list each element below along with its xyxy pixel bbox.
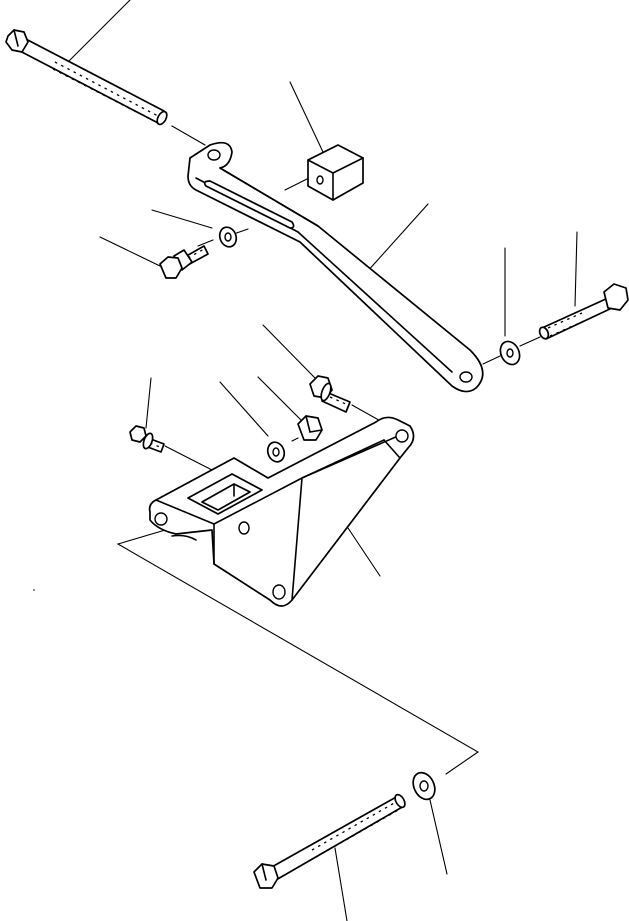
bolt-right — [538, 283, 629, 340]
nut-edge-2 — [309, 429, 323, 433]
bolt-right-shank — [541, 297, 613, 340]
bar-face-line-3 — [297, 231, 453, 373]
washer-mid — [266, 441, 286, 463]
bracket-arm-edge-3 — [383, 439, 401, 459]
bracket-hole-bottom — [272, 584, 286, 600]
bolt-left-thread — [187, 248, 205, 259]
washer-right-hole — [506, 348, 514, 358]
long-bolt-top-thread — [54, 61, 159, 117]
stray-dot — [33, 589, 35, 591]
bracket-hole-side — [238, 521, 250, 535]
washer-left — [218, 226, 238, 248]
slotted-bar-icon — [187, 141, 484, 393]
mounting-bracket — [148, 416, 415, 607]
axis-spacer — [284, 178, 308, 191]
nut — [297, 415, 323, 441]
axis-left-bolt-b — [197, 239, 214, 247]
leader-spacer-block — [289, 81, 324, 153]
leader-bolt-right — [574, 231, 578, 307]
bracket-top-face — [155, 435, 399, 525]
leader-adjusting-bar — [365, 203, 429, 274]
washer-mid-hole — [272, 447, 280, 457]
hex-bolt-icon — [603, 283, 629, 311]
long-bolt-top — [5, 29, 168, 126]
bracket-arm-edge-2 — [291, 477, 303, 601]
bracket-pocket-inner — [201, 483, 251, 511]
leader-washer-left — [151, 209, 213, 229]
axis-right-b — [519, 336, 541, 347]
long-bolt-top-shank — [17, 36, 165, 125]
leader-lines — [67, 0, 578, 921]
spacer-block — [307, 144, 364, 201]
assembly-lines — [116, 125, 541, 775]
leader-small-bolt — [145, 377, 152, 429]
flange-bolt-icon — [159, 256, 183, 279]
leader-washer-mid — [219, 381, 269, 437]
long-bolt-bottom — [253, 793, 406, 889]
bolt-right-end — [538, 326, 550, 340]
assembly-line-bottom — [116, 527, 480, 775]
leader-washer-bottom — [429, 799, 448, 875]
bracket-bolt-thread — [329, 396, 349, 406]
leader-bracket-bolt — [262, 324, 316, 379]
leader-long-bolt-top — [67, 0, 131, 63]
washer-bottom-hole — [419, 780, 429, 792]
bar-hole-end — [459, 371, 473, 383]
bracket-bolt-flange — [320, 382, 332, 402]
small-bolt — [129, 425, 165, 453]
spacer-edge-1 — [307, 159, 334, 174]
bracket-base-shade — [171, 534, 197, 541]
bar-face-line — [219, 167, 319, 227]
axis-small-bolt — [164, 445, 213, 471]
washer-right — [499, 340, 521, 366]
spacer-hole — [316, 175, 324, 185]
adjusting-bar — [187, 141, 484, 393]
leader-nut — [257, 376, 302, 421]
long-bolt-bottom-thread-b — [315, 808, 401, 858]
long-bolt-bottom-end — [394, 793, 406, 809]
long-bolt-bottom-shank — [269, 795, 405, 881]
flange-bolt-icon — [129, 425, 147, 443]
axis-nut — [291, 437, 299, 442]
leader-bracket — [347, 527, 381, 577]
nut-edge — [305, 415, 311, 433]
bar-slot — [203, 180, 295, 229]
long-bolt-bottom-thread — [311, 801, 397, 851]
bolt-left — [159, 245, 209, 279]
bracket-bolt — [309, 375, 351, 413]
long-bolt-top-head-edge — [13, 29, 19, 47]
spacer-edge-2 — [332, 157, 364, 174]
hex-nut-icon — [297, 415, 323, 441]
axis-top-bolt — [171, 125, 206, 146]
axis-right — [482, 355, 501, 365]
leader-bolt-left — [99, 236, 161, 267]
washer-bottom — [412, 771, 436, 801]
leader-long-bolt-bottom — [334, 847, 348, 921]
bracket-hole-right — [395, 429, 409, 443]
bracket-hole-left — [154, 512, 168, 526]
bar-hole-top — [207, 149, 221, 161]
long-bolt-top-end — [156, 110, 168, 126]
washer-left-hole — [224, 232, 232, 242]
hex-bolt-icon — [253, 863, 279, 889]
long-bolt-top-thread-b — [52, 68, 157, 123]
long-bolt-bottom-head-edge — [261, 863, 267, 881]
bracket-arm-edge — [301, 439, 385, 479]
